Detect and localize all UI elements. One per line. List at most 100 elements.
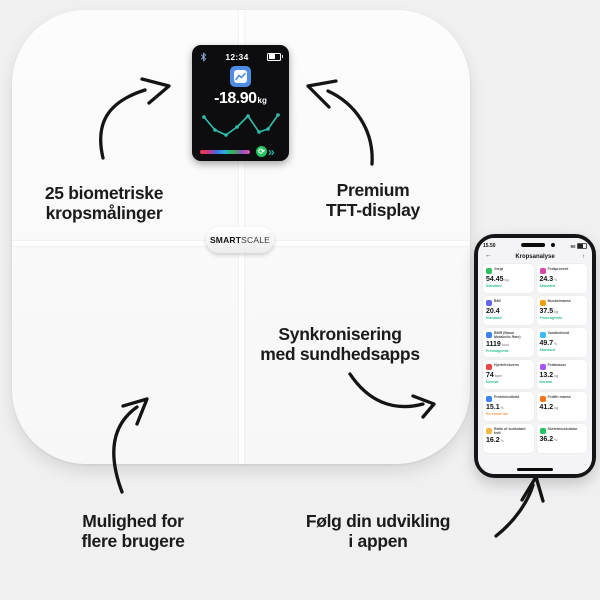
- chevrons-icon: »: [268, 144, 275, 159]
- color-gradient-bar: [200, 149, 250, 154]
- metric-value: 49.7%: [539, 339, 558, 347]
- metric-icon: [486, 331, 492, 338]
- annotation-users: Mulighed for flere brugere: [52, 511, 214, 552]
- arrow-top-right-icon: [306, 79, 374, 166]
- metric-icon: [539, 427, 546, 434]
- metric-icon: [486, 427, 492, 434]
- metric-icon: [539, 299, 546, 306]
- display-weight: -18.90 kg: [200, 90, 281, 108]
- metric-value: 37.5kg: [539, 307, 559, 315]
- trend-app-icon: [230, 66, 251, 87]
- metric-value: 16.2%: [486, 437, 504, 445]
- metric-value: 1119kcal: [486, 341, 509, 349]
- metric-status: Standard: [539, 283, 556, 288]
- metric-card: Fedtmasse 13.2kg Normal: [536, 360, 587, 389]
- annotation-app: Følg din udvikling i appen: [296, 511, 460, 552]
- annotation-measurements: 25 biometriske kropsmålinger: [14, 183, 194, 224]
- metric-status: Standard: [486, 315, 502, 320]
- metric-card: Vandindhold 49.7% Standard: [536, 328, 587, 357]
- metric-card: Vægt 54.45kg Standard: [483, 264, 534, 293]
- display-time: 12:34: [225, 51, 249, 62]
- arrow-top-left-icon: [99, 77, 171, 160]
- metric-card: Skeletmuskulatur 36.2%: [536, 424, 587, 453]
- annotation-display: Premium TFT-display: [288, 180, 458, 221]
- annotation-line: med sundhedsapps: [260, 344, 420, 365]
- metric-label: BMR (Basal Metabolic Rate): [494, 331, 521, 340]
- metric-card: Proteinindhold 15.1% En smule lav: [483, 392, 534, 421]
- metric-icon: [539, 331, 546, 338]
- app-screen-title: Kropsanalyse: [515, 253, 555, 260]
- annotation-line: TFT-display: [326, 200, 420, 221]
- metric-label: Hjertefrekvens: [494, 363, 519, 367]
- metric-value: 24.3%: [539, 275, 558, 283]
- annotation-sync: Synkronisering med sundhedsapps: [252, 324, 428, 365]
- metrics-grid: Vægt 54.45kg Standard Fedtprocent 24.3% …: [483, 264, 587, 453]
- phone-battery-percent: 90: [570, 243, 576, 249]
- metric-value: 13.2kg: [539, 371, 559, 379]
- metric-status: Fremragende: [486, 349, 509, 354]
- display-battery-icon: [267, 52, 283, 61]
- phone-notch: [521, 243, 546, 247]
- metric-label: Fedtprocent: [547, 267, 569, 271]
- annotation-line: Synkronisering: [278, 324, 402, 344]
- metric-icon: [486, 299, 492, 306]
- phone-camera-dot: [551, 243, 555, 247]
- weight-value: -18.90: [214, 90, 257, 107]
- metric-status: Fremragende: [539, 315, 563, 320]
- annotation-line: Følg din udvikling: [305, 511, 451, 531]
- bluetooth-icon: [201, 52, 206, 61]
- metric-status: Normal: [539, 379, 552, 384]
- brand-name-bold: SMART: [209, 235, 242, 245]
- brand-name-light: SCALE: [241, 235, 271, 245]
- metric-card: BMI 20.4 Standard: [483, 296, 534, 325]
- metric-label: Vandindhold: [547, 331, 570, 335]
- weight-trend-chart: [202, 113, 280, 137]
- metric-label: BMI: [494, 299, 501, 303]
- metric-card: Hjertefrekvens 74bpm Normal: [483, 360, 534, 389]
- metric-card: BMR (Basal Metabolic Rate) 1119kcal Frem…: [483, 328, 534, 357]
- annotation-line: 25 biometriske: [44, 183, 164, 203]
- sync-icon: ⟳: [256, 146, 267, 157]
- phone-status-time: 15.50: [483, 243, 496, 249]
- metric-value: 36.2%: [539, 435, 558, 443]
- annotation-line: Premium: [336, 180, 410, 200]
- metric-value: 15.1%: [486, 403, 504, 411]
- annotation-line: flere brugere: [81, 531, 185, 552]
- metric-label: Skeletmuskulatur: [547, 427, 578, 431]
- annotation-line: Mulighed for: [82, 511, 184, 531]
- metric-card: Ratio of subkutant fedt 16.2%: [483, 424, 534, 453]
- phone-battery-icon: [577, 243, 587, 249]
- metric-icon: [539, 267, 546, 274]
- metric-status: En smule lav: [486, 411, 508, 416]
- arrow-mid-right-icon: [348, 372, 436, 419]
- metric-label: Fedtmasse: [547, 363, 567, 367]
- metric-label: Ratio of subkutant fedt: [494, 427, 526, 436]
- metric-icon: [486, 267, 492, 274]
- metric-card: Fedtprocent 24.3% Standard: [536, 264, 587, 293]
- metric-value: 41.2kg: [539, 403, 559, 411]
- annotation-line: kropsmålinger: [45, 203, 163, 224]
- metric-icon: [486, 363, 492, 370]
- metric-status: Standard: [486, 283, 502, 288]
- metric-status: Standard: [539, 347, 556, 352]
- scale-display: 12:34 -18.90 kg ⟳ »: [192, 45, 289, 161]
- annotation-line: i appen: [348, 531, 408, 552]
- metric-label: Proteinindhold: [494, 395, 520, 399]
- metric-label: Fedtfri masse: [547, 395, 571, 399]
- metric-value: 54.45kg: [486, 275, 509, 283]
- metric-card: Muskelmasse 37.5kg Fremragende: [536, 296, 587, 325]
- weight-unit: kg: [257, 96, 267, 105]
- metric-icon: [539, 363, 546, 370]
- metric-value: 20.4: [486, 307, 500, 315]
- metric-icon: [486, 395, 492, 402]
- metric-value: 74bpm: [486, 371, 503, 379]
- metric-card: Fedtfri masse 41.2kg: [536, 392, 587, 421]
- arrow-bottom-left-icon: [112, 397, 149, 494]
- metric-label: Muskelmasse: [547, 299, 571, 303]
- home-indicator: [517, 468, 553, 471]
- phone-screen: 15.50 90 ← Kropsanalyse ↑ Vægt 54.45kg S…: [478, 238, 592, 474]
- share-icon: ↑: [582, 253, 585, 260]
- metric-icon: [539, 395, 546, 402]
